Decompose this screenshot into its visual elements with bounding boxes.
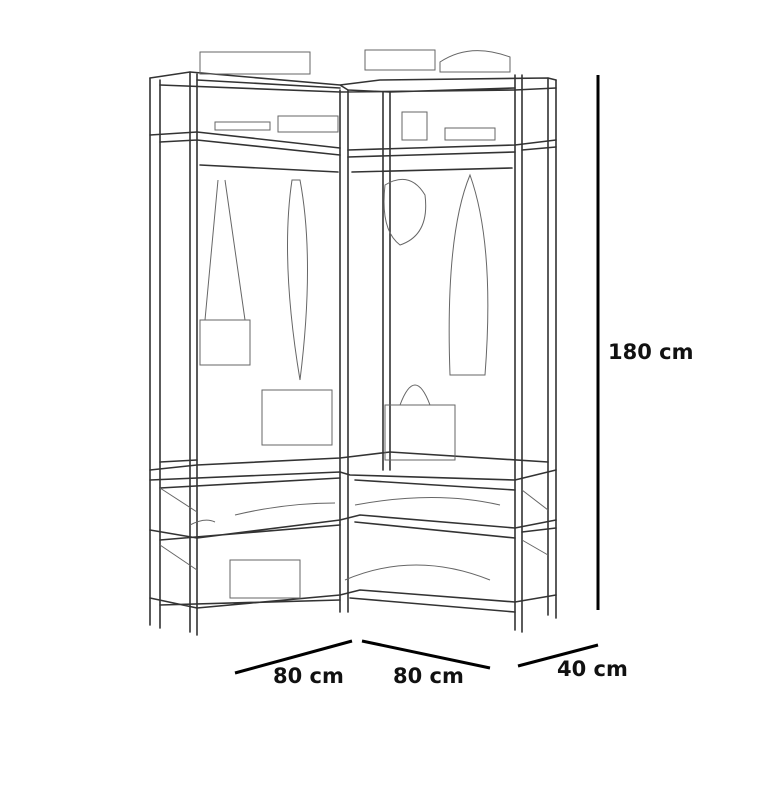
- height-label: 180 cm: [608, 340, 694, 364]
- right-width-dimension-line: [361, 639, 491, 670]
- left-width-label: 80 cm: [273, 664, 344, 688]
- umbrella: [287, 179, 308, 381]
- bench-top: [149, 451, 557, 491]
- hat: [383, 178, 427, 246]
- lower-shelf: [149, 514, 557, 541]
- post-left-inner: [189, 71, 198, 636]
- depth-dimension-line: [517, 643, 599, 668]
- bottom-shelf: [149, 589, 557, 613]
- right-width-label: 80 cm: [393, 664, 464, 688]
- post-right-front: [547, 77, 557, 619]
- left-width-dimension-line: [234, 639, 353, 675]
- depth-label: 40 cm: [557, 657, 628, 681]
- top-rails: [149, 71, 557, 93]
- shoes-upper: [189, 497, 501, 526]
- post-left-front: [149, 77, 161, 629]
- coat: [448, 173, 489, 376]
- side-braces: [159, 487, 549, 571]
- box-top-left: [199, 51, 311, 75]
- books-shelf: [214, 115, 339, 133]
- tote-bag: [261, 389, 333, 446]
- wardrobe-frame: [149, 71, 557, 636]
- shoes-lower-basket: [229, 559, 491, 599]
- handbag: [384, 384, 456, 461]
- post-right-inner-2: [514, 74, 523, 633]
- shoulder-bag: [199, 179, 251, 366]
- upper-shelf: [149, 131, 557, 158]
- stored-items: [189, 49, 511, 599]
- folded-clothes-top: [364, 49, 511, 73]
- post-center: [339, 89, 349, 613]
- hanging-rail: [199, 164, 513, 173]
- frame-shelf: [401, 111, 496, 141]
